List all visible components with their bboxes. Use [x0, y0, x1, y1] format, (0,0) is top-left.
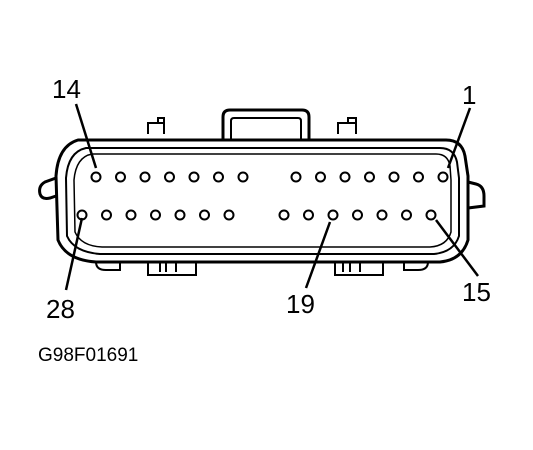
top-row-pin-1 — [90, 171, 102, 183]
figure-code: G98F01691 — [38, 345, 138, 366]
top-row-pin-13 — [413, 171, 424, 183]
top-row-pin-3 — [139, 171, 151, 183]
bottom-foot-left — [95, 261, 121, 271]
top-row-pin-14 — [437, 171, 449, 183]
pin-label-1: 1 — [462, 80, 476, 110]
top-row-pin-10 — [339, 171, 351, 183]
pin-label-15: 15 — [462, 277, 491, 307]
leader-line-19 — [304, 221, 332, 289]
bottom-row-pin-13 — [401, 209, 412, 221]
bottom-row-pin-10 — [327, 209, 339, 221]
side-latch-right — [467, 180, 486, 210]
bottom-row-pin-8 — [278, 209, 290, 221]
top-row-pin-11 — [364, 171, 375, 183]
top-row-pin-8 — [290, 171, 302, 183]
bottom-row-pin-5 — [174, 209, 186, 221]
leader-line-14 — [74, 103, 98, 169]
bottom-row-pin-14 — [425, 209, 437, 221]
top-tab-right — [337, 117, 357, 134]
leader-line-15 — [435, 219, 479, 277]
top-tab-left — [147, 117, 165, 134]
bottom-row-pin-6 — [199, 209, 210, 221]
pin-label-14: 14 — [52, 74, 81, 104]
bottom-row-pin-3 — [125, 209, 137, 221]
pin-label-28: 28 — [46, 294, 75, 324]
pin-label-19: 19 — [286, 289, 315, 319]
bottom-row-pin-11 — [352, 209, 363, 221]
bottom-row-pin-2 — [101, 209, 112, 221]
leader-line-1 — [446, 107, 472, 169]
top-row-pin-5 — [188, 171, 200, 183]
bottom-tab-left — [147, 262, 197, 276]
side-latch-left — [38, 176, 57, 200]
top-row-pin-7 — [237, 171, 249, 183]
bottom-row-pin-4 — [150, 209, 161, 221]
bottom-tab-right — [334, 262, 384, 276]
leader-line-28 — [64, 217, 84, 291]
bottom-row-pin-7 — [223, 209, 235, 221]
bottom-row-pin-9 — [303, 209, 314, 221]
top-row-pin-12 — [388, 171, 400, 183]
top-row-pin-4 — [164, 171, 175, 183]
connector-pins — [76, 171, 449, 221]
top-latch — [221, 108, 311, 140]
top-row-pin-2 — [115, 171, 126, 183]
bottom-row-pin-12 — [376, 209, 388, 221]
connector-housing-inner — [64, 147, 460, 255]
top-row-pin-6 — [213, 171, 224, 183]
bottom-foot-right — [403, 261, 429, 271]
top-latch-inner — [230, 117, 302, 140]
connector-housing-outer — [54, 138, 470, 264]
pin-cavity — [73, 153, 452, 248]
top-row-pin-9 — [315, 171, 326, 183]
